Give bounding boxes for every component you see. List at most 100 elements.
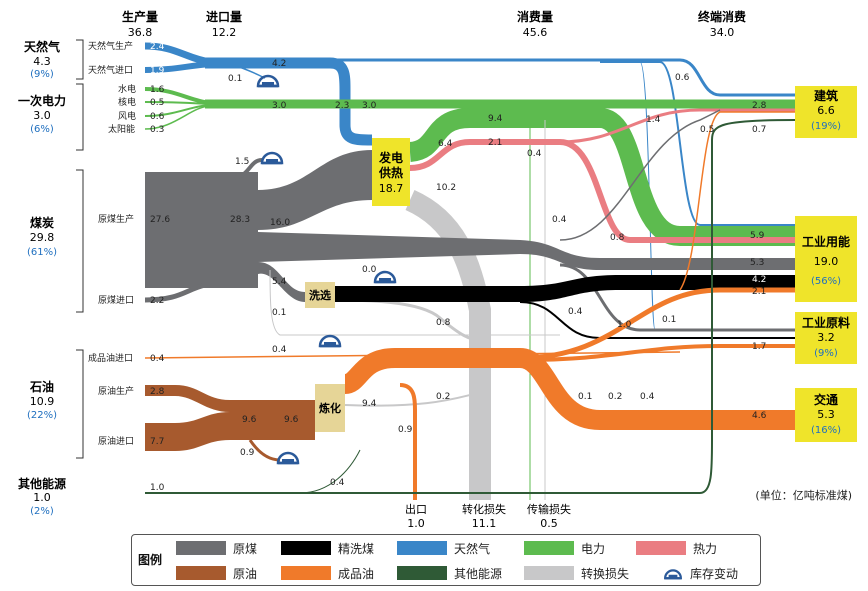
- legend-item-washed: 精洗煤: [281, 541, 374, 556]
- legend-swatch: [636, 541, 686, 555]
- source-primary-value: 3.0: [33, 109, 51, 122]
- legend-swatch: [397, 541, 447, 555]
- flow-value-labels: 2.4 1.9 4.2 0.1 2.3 0.6 1.6 0.5 0.6 0.3 …: [150, 42, 767, 493]
- loss-export-name: 出口: [405, 502, 427, 516]
- flow-coal-bld: [559, 109, 721, 241]
- source-other-value: 1.0: [33, 491, 51, 504]
- header-final-value: 34.0: [710, 26, 735, 39]
- legend-item-heat: 热力: [636, 541, 718, 556]
- flow-crude-prod: [145, 385, 230, 412]
- flow-crude-stock: [248, 439, 281, 462]
- loss-conversion-value: 11.1: [472, 517, 497, 530]
- sub-crude-prod: 原油生产: [98, 385, 134, 397]
- label-wind: 0.6: [150, 112, 165, 122]
- column-headers: 生产量 36.8 进口量 12.2 消费量 45.6 终端消费 34.0: [122, 9, 746, 39]
- legend-item-stock: 库存变动: [662, 566, 738, 581]
- label-elec-total: 9.4: [488, 114, 503, 124]
- sink-building-value: 6.6: [817, 104, 835, 117]
- label-elec-loss: 0.4: [527, 149, 542, 159]
- flow-coal-imp: [144, 282, 206, 303]
- legend-swatch: [281, 541, 331, 555]
- sink-industry-pct: (56%): [811, 276, 841, 287]
- power-node-name1: 发电: [378, 150, 403, 165]
- sub-solar: 太阳能: [108, 123, 135, 135]
- legend-item-other: 其他能源: [397, 566, 503, 581]
- flows: [144, 42, 796, 500]
- legend-label: 成品油: [338, 566, 375, 581]
- flow-hydro: [144, 87, 211, 105]
- source-oil-value: 10.9: [30, 395, 55, 408]
- label-heat-out: 2.1: [488, 138, 502, 148]
- flow-wash-loss: [329, 298, 481, 342]
- flow-gas-prod: [144, 42, 211, 66]
- flow-export: [399, 383, 417, 500]
- label-coal-feed: 1.0: [617, 320, 632, 330]
- legend-swatch: [524, 541, 574, 555]
- flow-other-loss: [299, 449, 361, 494]
- source-oil-name: 石油: [29, 379, 54, 394]
- label-prim-to-power: 3.0: [362, 101, 377, 111]
- flow-coal-ind: [258, 232, 795, 270]
- label-power-loss: 10.2: [436, 183, 456, 193]
- sub-crude-imp: 原油进口: [98, 435, 134, 447]
- label-gas-to-power: 2.3: [335, 101, 349, 111]
- label-other-bld: 0.7: [752, 125, 766, 135]
- flow-oilprod-imp: [144, 351, 681, 359]
- label-elec-bld: 2.8: [752, 101, 767, 111]
- loss-transmission-value: 0.5: [540, 517, 558, 530]
- flow-coal-misc: [269, 269, 560, 336]
- label-gas-imp: 1.9: [150, 66, 165, 76]
- legend-label: 热力: [693, 541, 718, 556]
- label-hydro: 1.6: [150, 85, 165, 95]
- flow-ref-loss: [344, 394, 471, 407]
- sub-oilprod-imp: 成品油进口: [88, 352, 133, 364]
- source-other-pct: (2%): [30, 506, 54, 517]
- unit-note: (单位：亿吨标准煤): [755, 488, 852, 502]
- legend-label: 其他能源: [454, 566, 503, 581]
- stock-change-icon: [260, 151, 284, 165]
- flow-gas-bld: [330, 58, 795, 97]
- flow-solar: [144, 105, 211, 130]
- source-gas-pct: (9%): [30, 69, 54, 80]
- sink-building-name: 建筑: [813, 88, 838, 103]
- label-crude-total: 9.6: [242, 415, 257, 425]
- label-ref-loss: 0.2: [436, 392, 450, 402]
- sink-industry-name: 工业用能: [802, 234, 850, 249]
- refine-node: [315, 384, 345, 432]
- source-other-name: 其他能源: [18, 476, 66, 491]
- loss-conversion-name: 转化损失: [462, 502, 506, 516]
- flow-heat-bld: [559, 108, 795, 144]
- source-oil-pct: (22%): [27, 410, 57, 421]
- label-heat-bld: 1.4: [646, 115, 661, 125]
- stock-change-icon: [318, 334, 342, 348]
- legend-item-gas: 天然气: [397, 541, 491, 556]
- label-solar: 0.3: [150, 125, 164, 135]
- label-oilprod-imp: 0.4: [150, 354, 165, 364]
- sink-industry-value: 19.0: [814, 255, 839, 268]
- label-trans-b: 0.2: [608, 392, 622, 402]
- source-primary-name: 一次电力: [18, 93, 66, 108]
- label-wash-in: 5.4: [272, 277, 287, 287]
- label-coal-stock: 1.5: [235, 157, 249, 167]
- label-washed-feed: 0.4: [568, 307, 583, 317]
- sub-coal-imp: 原煤进口: [98, 294, 134, 306]
- loss-labels: 出口 1.0 转化损失 11.1 传输损失 0.5: [405, 502, 571, 530]
- sink-feedstock-value: 3.2: [817, 331, 835, 344]
- label-oil-trans: 4.6: [752, 411, 767, 421]
- flow-oil-ind: [519, 287, 795, 361]
- label-other-loss: 0.4: [330, 478, 345, 488]
- flow-coal-prod: [145, 172, 258, 288]
- wash-node-name: 洗选: [309, 288, 331, 302]
- refine-node-name: 炼化: [319, 401, 341, 415]
- label-other-src: 1.0: [150, 483, 165, 493]
- source-gas-name: 天然气: [24, 39, 60, 54]
- label-crude-ref: 9.6: [284, 415, 299, 425]
- legend-label: 天然气: [454, 541, 491, 556]
- stock-change-icons: [256, 74, 397, 465]
- legend-item-loss: 转换损失: [524, 566, 629, 581]
- sub-nuclear: 核电: [118, 96, 136, 108]
- header-production-value: 36.8: [128, 26, 153, 39]
- label-gas-prod: 2.4: [150, 42, 165, 52]
- header-consumption-value: 45.6: [523, 26, 548, 39]
